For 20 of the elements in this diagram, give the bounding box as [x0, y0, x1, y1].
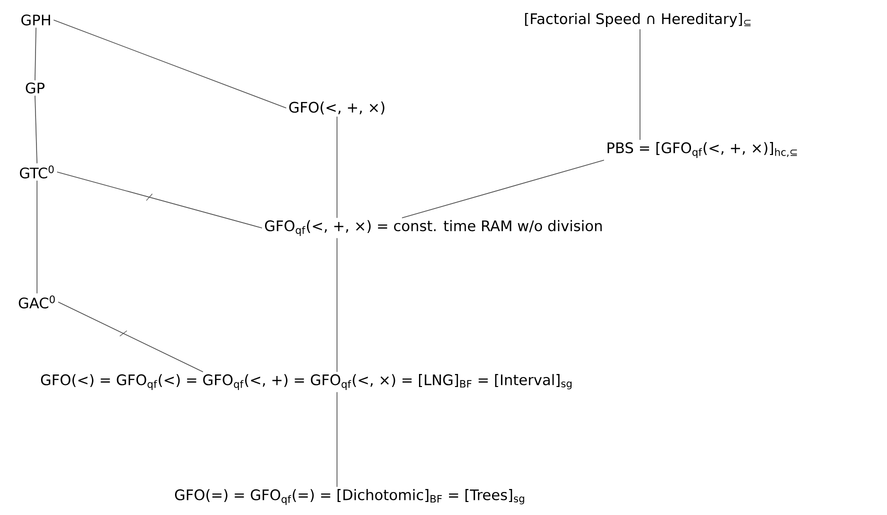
- formula-label: GP: [26, 82, 44, 94]
- connector-line: [56, 172, 262, 228]
- formula-label: GTC$^{0}$: [20, 166, 54, 178]
- formula-label: GFO$_{qf}$(<, +, ×) = const. time RAM w/o division: [265, 220, 602, 236]
- formula-label: PBS = [GFO$_{qf}$(<, +, ×)]$_{hc,⊆}$: [608, 142, 797, 158]
- connector-line: [336, 238, 338, 372]
- connector-line: [336, 116, 338, 218]
- connector-line: [53, 20, 287, 108]
- connector-line: [34, 95, 38, 164]
- formula-label: GFO(<, +, ×): [289, 102, 384, 114]
- connector-line: [336, 392, 338, 488]
- connector-line: [402, 160, 604, 218]
- formula-label: GFO(<) = GFO$_{qf}$(<) = GFO$_{qf}$(<, +) = GFO$_{qf}$(<, ×) = [LNG]$_{BF}$ = [Interval]$_{sg}$: [41, 374, 572, 390]
- connector-line: [58, 302, 204, 372]
- formula-label: [Factorial Speed ∩ Hereditary]$_{⊆}$: [525, 12, 751, 27]
- connector-line: [34, 27, 36, 81]
- formula-label: GPH: [21, 14, 50, 26]
- formula-label: GAC$^{0}$: [18, 296, 55, 308]
- connector-line: [36, 180, 38, 294]
- formula-label: GFO(=) = GFO$_{qf}$(=) = [Dichotomic]$_{BF}$ = [Trees]$_{sg}$: [175, 489, 524, 505]
